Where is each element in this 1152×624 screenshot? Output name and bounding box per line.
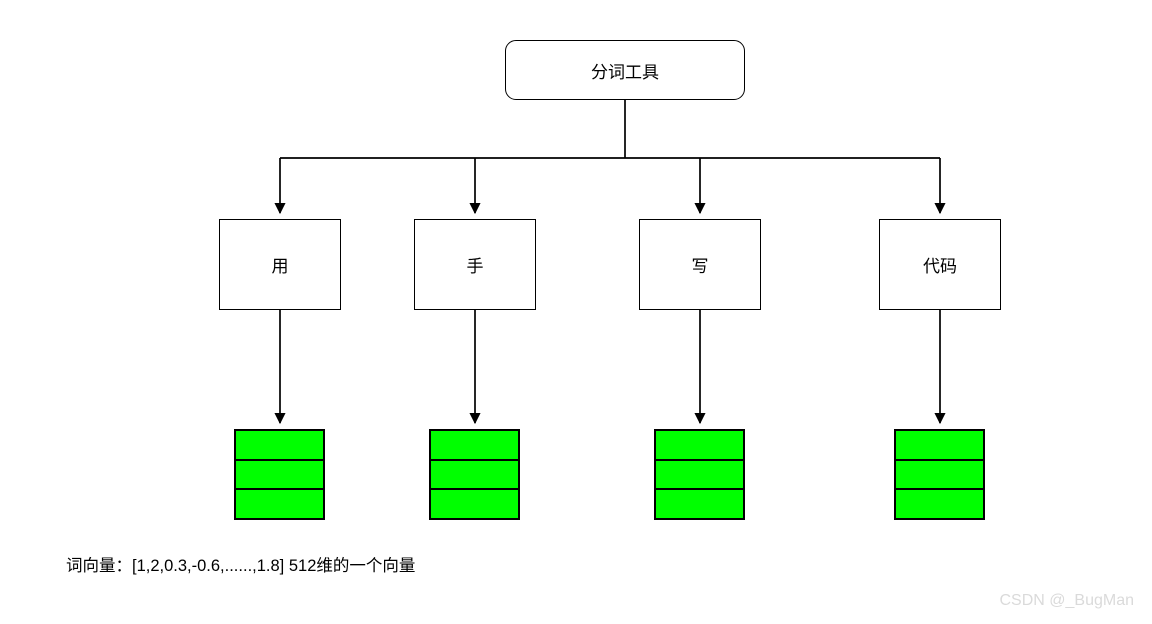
word-vector-block-2 — [429, 429, 520, 520]
node-token-1-label: 用 — [271, 257, 289, 276]
vector-cell — [896, 460, 983, 491]
vector-cell — [431, 431, 518, 461]
node-token-4-label: 代码 — [923, 257, 957, 276]
node-token-4: 代码 — [879, 219, 1001, 310]
node-token-2: 手 — [414, 219, 536, 310]
node-token-1: 用 — [219, 219, 341, 310]
vector-cell — [236, 490, 323, 519]
word-vector-block-1 — [234, 429, 325, 520]
vector-cell — [431, 490, 518, 519]
watermark: CSDN @_BugMan — [999, 592, 1134, 609]
node-tokenizer: 分词工具 — [505, 40, 745, 100]
vector-cell — [656, 431, 743, 461]
caption-word-vector: 词向量：[1,2,0.3,-0.6,......,1.8] 512维的一个向量 — [66, 557, 416, 575]
vector-cell — [656, 490, 743, 519]
node-token-3-label: 写 — [691, 257, 709, 276]
vector-cell — [656, 460, 743, 491]
word-vector-block-3 — [654, 429, 745, 520]
vector-cell — [431, 460, 518, 491]
vector-cell — [896, 490, 983, 519]
vector-cell — [236, 431, 323, 461]
node-token-3: 写 — [639, 219, 761, 310]
word-vector-block-4 — [894, 429, 985, 520]
vector-cell — [236, 460, 323, 491]
vector-cell — [896, 431, 983, 461]
node-token-2-label: 手 — [466, 257, 484, 276]
node-tokenizer-label: 分词工具 — [591, 62, 659, 82]
